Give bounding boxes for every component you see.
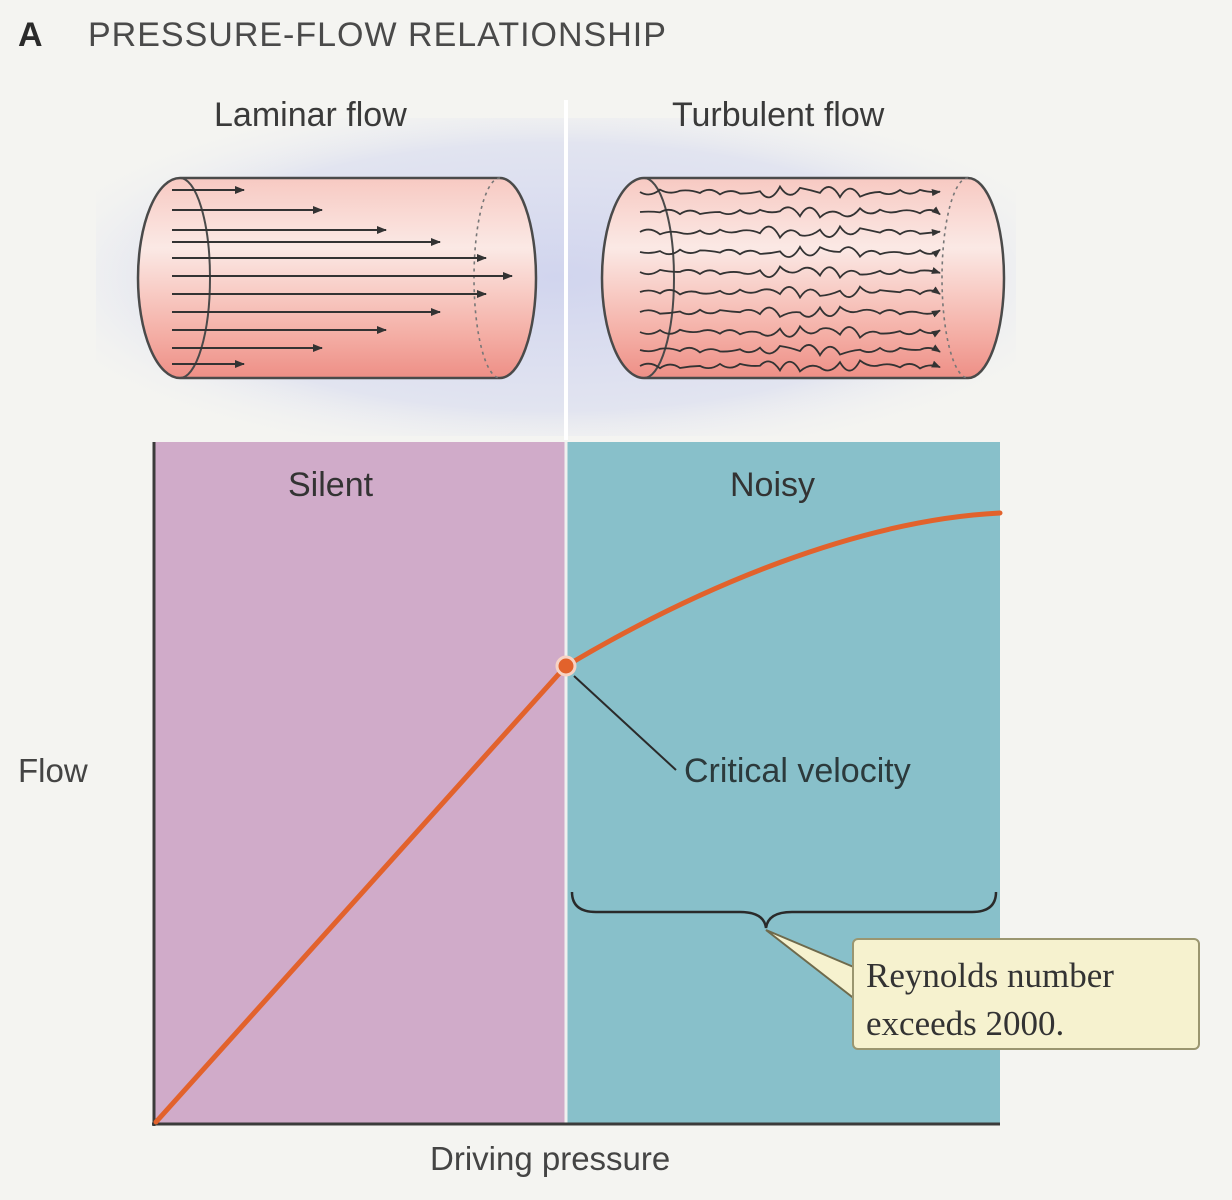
flow-curve	[153, 510, 1003, 1125]
turbulent-flow-label: Turbulent flow	[672, 96, 885, 134]
silent-region	[154, 442, 566, 1124]
turbulent-streamline	[639, 344, 941, 358]
turbulent-tube	[600, 176, 1006, 380]
turbulent-streamline	[639, 184, 941, 199]
turbulent-streamline	[639, 265, 941, 280]
critical-point	[555, 655, 577, 677]
laminar-tube	[136, 176, 538, 380]
critical-velocity-label: Critical velocity	[684, 752, 911, 790]
turbulent-streamline	[639, 245, 941, 259]
silent-region-label: Silent	[288, 466, 374, 504]
turbulent-streamline	[639, 305, 941, 319]
figure-title: PRESSURE-FLOW RELATIONSHIP	[88, 16, 667, 54]
turbulent-streamline	[639, 206, 941, 219]
laminar-flow-label: Laminar flow	[214, 96, 407, 134]
y-axis-label: Flow	[18, 752, 88, 789]
reynolds-callout-line2: exceeds 2000.	[866, 1004, 1065, 1043]
critical-leader	[573, 675, 677, 771]
turbulent-streamline	[639, 224, 941, 240]
noisy-region-label: Noisy	[730, 466, 816, 504]
panel-letter: A	[18, 16, 43, 54]
turbulent-streamline	[639, 359, 941, 373]
reynolds-callout: Reynolds number exceeds 2000.	[852, 938, 1200, 1050]
x-axis-label: Driving pressure	[430, 1140, 671, 1177]
turbulent-streamline	[639, 285, 941, 300]
turbulent-streamline	[639, 324, 941, 340]
noisy-brace	[570, 891, 998, 929]
reynolds-callout-line1: Reynolds number	[866, 956, 1114, 995]
